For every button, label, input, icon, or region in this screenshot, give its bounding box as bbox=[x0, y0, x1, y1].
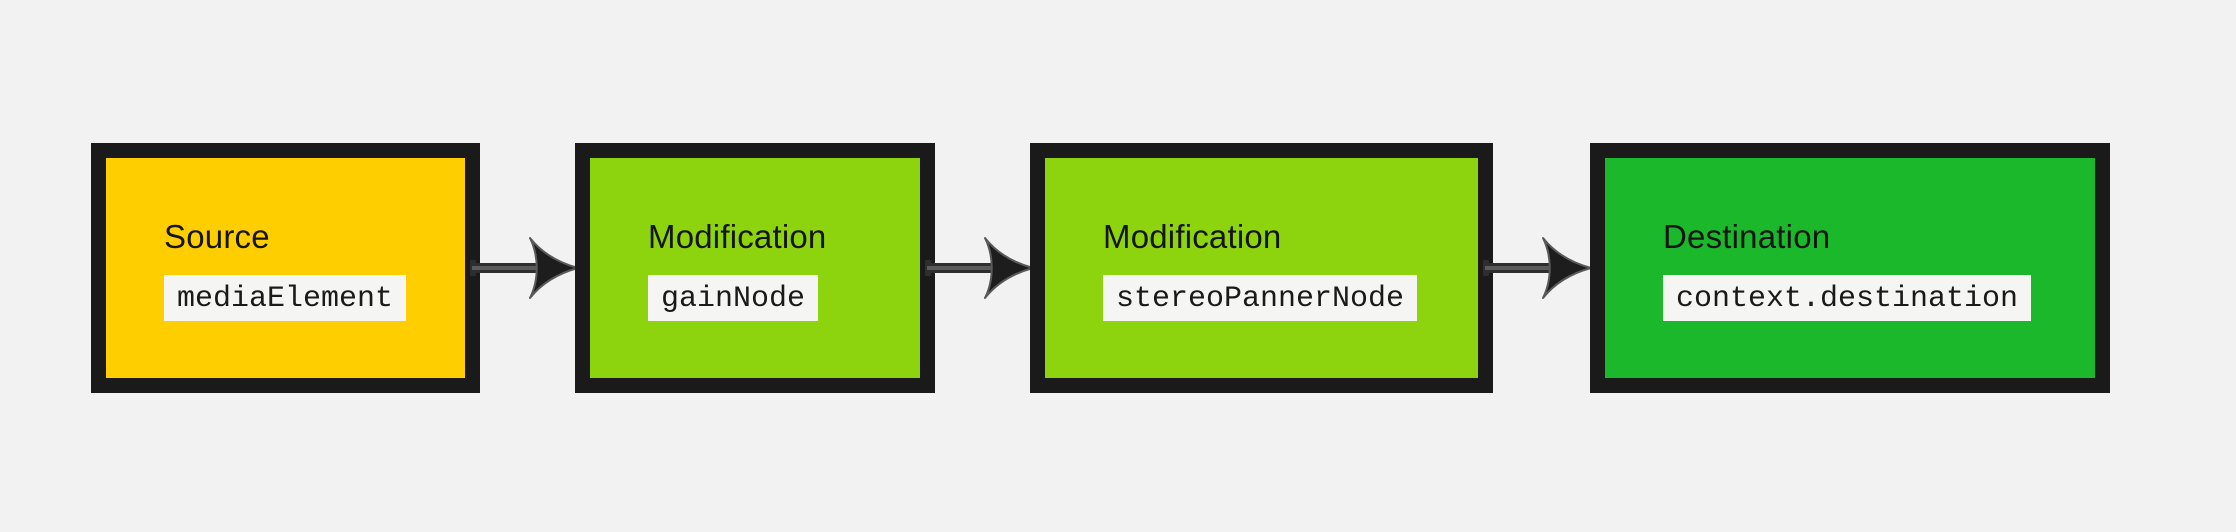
flow-arrow-icon bbox=[925, 237, 1034, 299]
node-label: Source bbox=[164, 217, 270, 255]
node-code: mediaElement bbox=[164, 274, 407, 321]
node-code: context.destination bbox=[1663, 274, 2032, 321]
node-label: Destination bbox=[1663, 217, 1831, 255]
node-modification-2: Modification stereoPannerNode bbox=[1030, 143, 1493, 393]
node-code: stereoPannerNode bbox=[1103, 274, 1418, 321]
node-label: Modification bbox=[648, 217, 827, 255]
node-destination: Destination context.destination bbox=[1590, 143, 2110, 393]
node-modification-1: Modification gainNode bbox=[575, 143, 935, 393]
node-code: gainNode bbox=[648, 274, 819, 321]
node-source: Source mediaElement bbox=[91, 143, 480, 393]
flow-arrow-icon bbox=[1483, 237, 1592, 299]
node-label: Modification bbox=[1103, 217, 1282, 255]
flow-arrow-icon bbox=[470, 237, 579, 299]
